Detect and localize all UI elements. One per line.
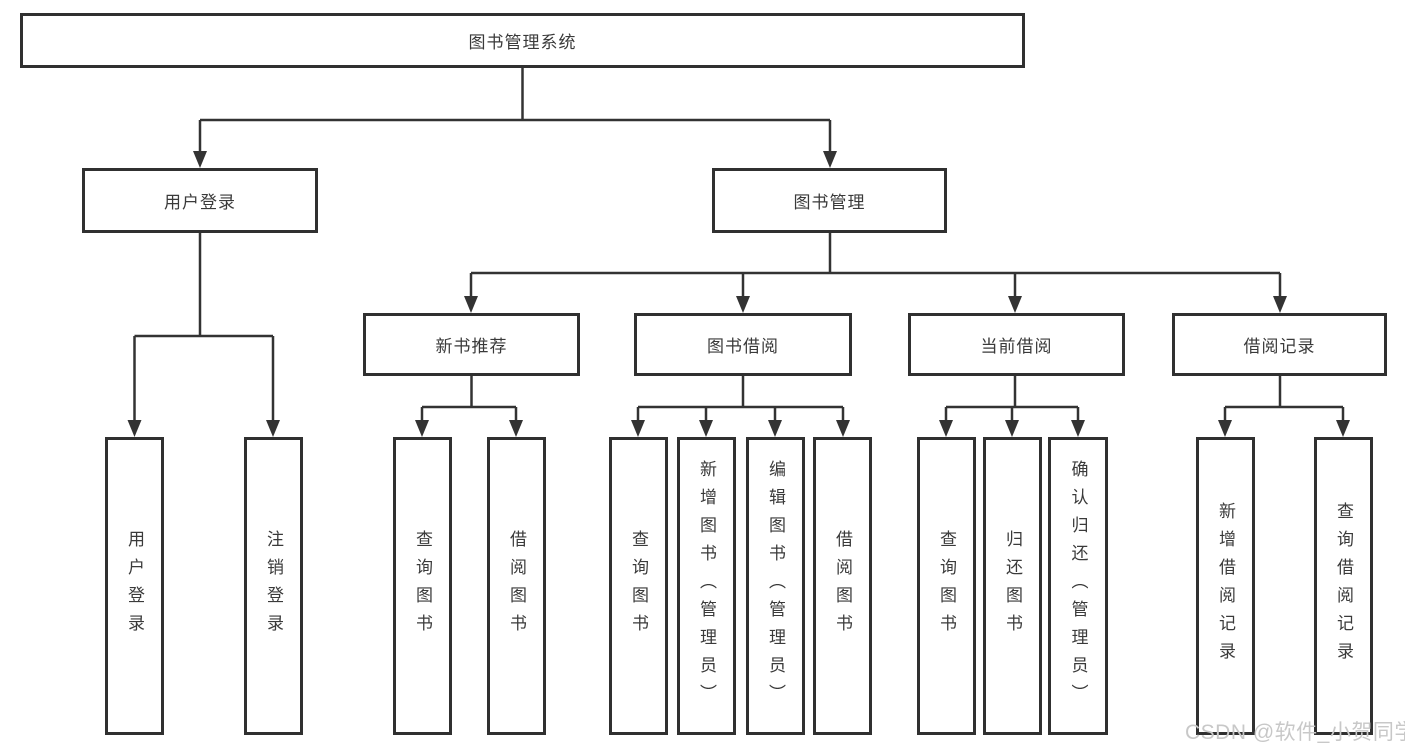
watermark: CSDN @软件_小贺同学: [1185, 721, 1405, 744]
leaf-label: 查询图书: [413, 530, 432, 642]
leaf-label: 借阅图书: [833, 530, 852, 642]
leaf-user-login: 用户登录: [105, 437, 164, 735]
leaf-label: 用户登录: [125, 530, 144, 642]
leaf-borrow-books-2: 借阅图书: [813, 437, 872, 735]
leaf-label: 编辑图书（管理员）: [766, 460, 785, 712]
leaf-edit-book-admin: 编辑图书（管理员）: [746, 437, 805, 735]
leaf-label: 新增借阅记录: [1216, 502, 1235, 670]
leaf-query-borrow-record: 查询借阅记录: [1314, 437, 1373, 735]
node-book-borrow: 图书借阅: [634, 313, 852, 376]
node-label: 新书推荐: [435, 337, 508, 356]
node-current-borrow: 当前借阅: [908, 313, 1125, 376]
leaf-return-book: 归还图书: [983, 437, 1042, 735]
node-library-management-system: 图书管理系统: [20, 13, 1025, 68]
node-label: 借阅记录: [1243, 337, 1316, 356]
leaf-label: 查询图书: [629, 530, 648, 642]
leaf-query-books-2: 查询图书: [609, 437, 668, 735]
leaf-query-books-3: 查询图书: [917, 437, 976, 735]
node-user-login: 用户登录: [82, 168, 318, 233]
leaf-label: 查询借阅记录: [1334, 502, 1353, 670]
node-label: 图书借阅: [707, 337, 779, 356]
leaf-label: 新增图书（管理员）: [697, 460, 716, 712]
leaf-label: 确认归还（管理员）: [1068, 460, 1088, 712]
node-borrow-records: 借阅记录: [1172, 313, 1387, 376]
node-label: 当前借阅: [980, 337, 1053, 356]
leaf-label: 查询图书: [937, 530, 956, 642]
node-book-management: 图书管理: [712, 168, 947, 233]
node-label: 图书管理系统: [468, 33, 577, 52]
leaf-label: 归还图书: [1003, 530, 1022, 642]
leaf-confirm-return-admin: 确认归还（管理员）: [1048, 437, 1108, 735]
leaf-add-borrow-record: 新增借阅记录: [1196, 437, 1255, 735]
node-label: 图书管理: [793, 193, 866, 212]
leaf-label: 借阅图书: [507, 530, 526, 642]
leaf-add-book-admin: 新增图书（管理员）: [677, 437, 736, 735]
leaf-query-books-1: 查询图书: [393, 437, 452, 735]
leaf-borrow-books-1: 借阅图书: [487, 437, 546, 735]
node-new-book-recommend: 新书推荐: [363, 313, 580, 376]
leaf-label: 注销登录: [264, 530, 283, 642]
node-label: 用户登录: [164, 193, 236, 212]
leaf-logout: 注销登录: [244, 437, 303, 735]
